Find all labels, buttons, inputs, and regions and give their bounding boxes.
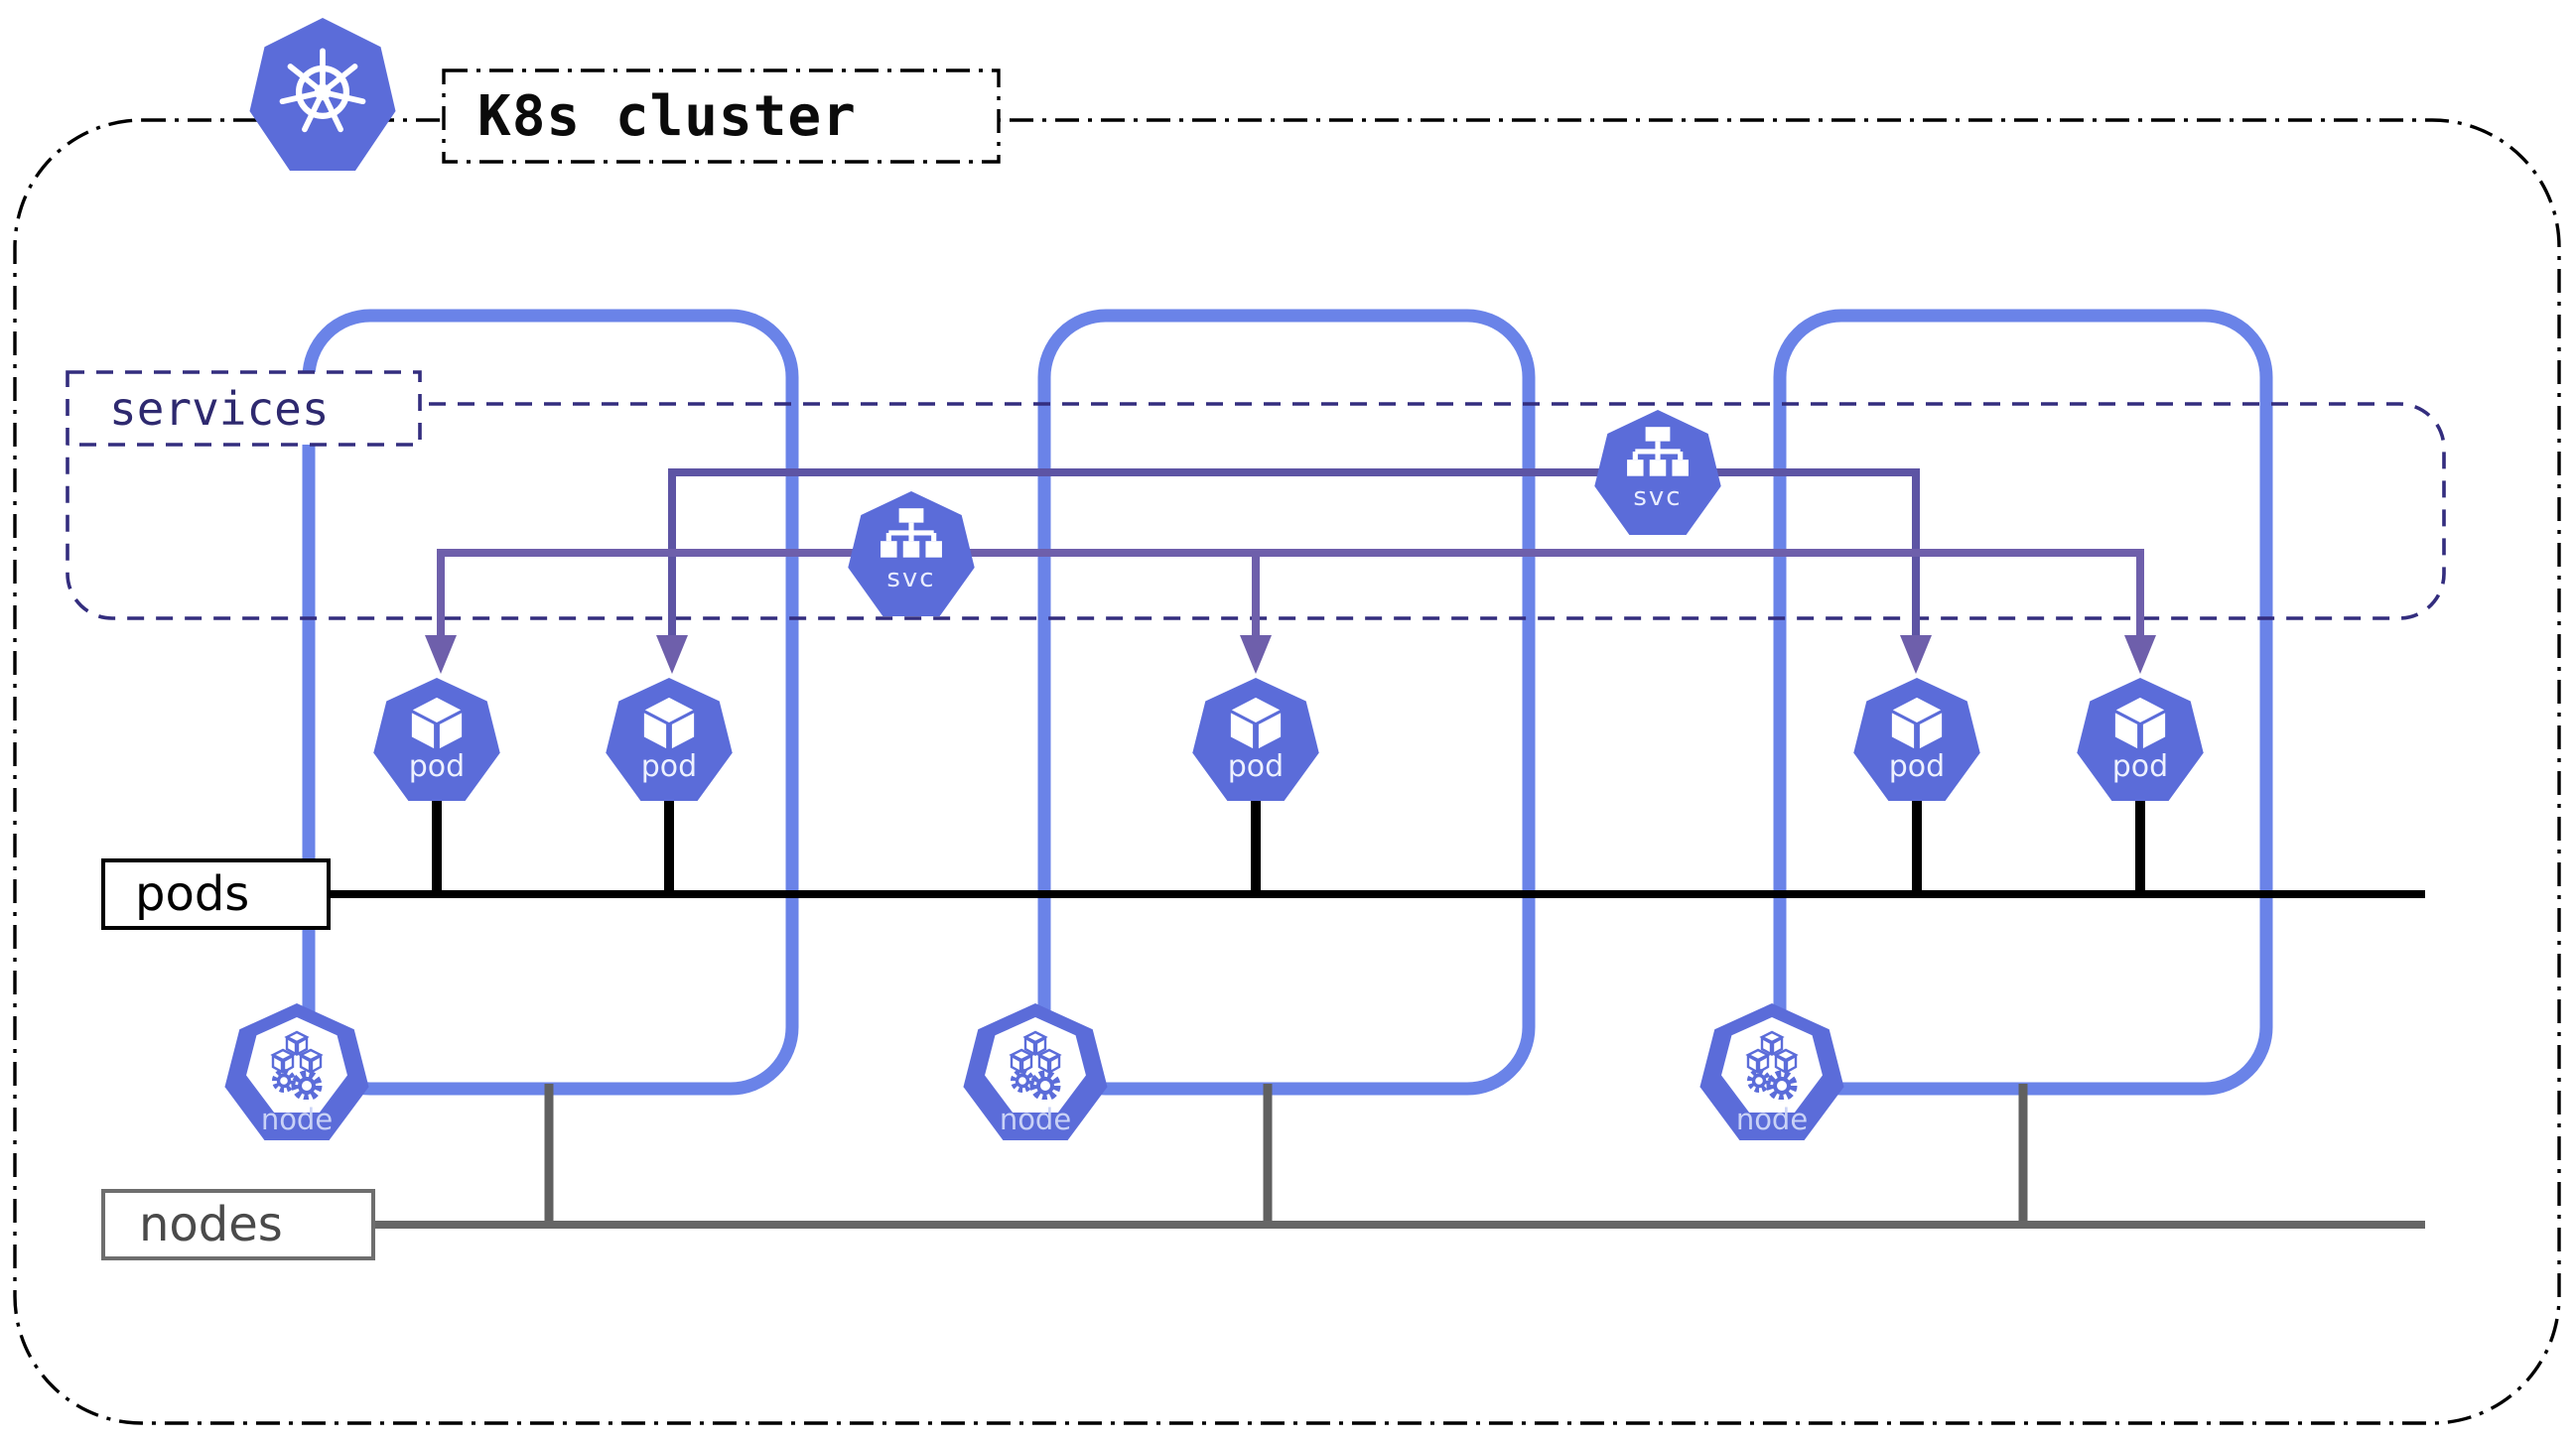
service-to-pod-arrows: [425, 468, 2156, 674]
nodes-axis-label: nodes: [139, 1197, 283, 1252]
pod-icon: pod: [606, 678, 733, 801]
cluster-label-box: [442, 68, 1001, 164]
node-inner-heptagon: [985, 1017, 1086, 1113]
service-icon-label: svc: [886, 564, 936, 593]
cubes-gears-glyph: [1745, 1030, 1799, 1100]
cluster-title: K8s cluster: [477, 83, 857, 149]
pod-icon-label: pod: [1888, 749, 1946, 784]
service-tree-glyph: [881, 508, 942, 558]
pod-icon: pod: [1192, 678, 1319, 801]
pod-icon: pod: [373, 678, 500, 801]
pod-icon-label: pod: [640, 749, 698, 784]
node-icon-label: node: [999, 1103, 1072, 1136]
node-icon: node: [224, 1003, 369, 1140]
node-icon-label: node: [1735, 1103, 1809, 1136]
node-icon: node: [1699, 1003, 1844, 1140]
node-inner-heptagon: [246, 1017, 347, 1113]
cubes-gears-glyph: [270, 1030, 324, 1100]
ship-wheel-glyph: [279, 48, 366, 133]
services-region-label: services: [109, 381, 330, 436]
service-icon: svc: [848, 491, 975, 616]
node-icon: node: [963, 1003, 1108, 1140]
cube-glyph: [2114, 697, 2166, 749]
cube-glyph: [411, 697, 463, 749]
pod-icon-label: pod: [408, 749, 466, 784]
service-icon: svc: [1594, 410, 1721, 535]
node-inner-heptagon: [1721, 1017, 1823, 1113]
nodes-axis-label-box: nodes: [101, 1189, 375, 1260]
pod-icon: pod: [2077, 678, 2204, 801]
service-tree-glyph: [1627, 427, 1689, 476]
cube-glyph: [643, 697, 695, 749]
pods-axis-label: pods: [135, 866, 250, 922]
pods-bus-line: [331, 801, 2425, 898]
cube-glyph: [1891, 697, 1943, 749]
cube-glyph: [1230, 697, 1282, 749]
pod-icon: pod: [1853, 678, 1980, 801]
pods-axis-label-box: pods: [101, 858, 331, 930]
kubernetes-logo-icon: [249, 18, 396, 171]
services-label-box: [66, 370, 422, 447]
nodes-bus-line: [375, 1084, 2425, 1229]
pod-icon-label: pod: [2111, 749, 2169, 784]
service-icon-label: svc: [1633, 482, 1683, 512]
cluster-border: [13, 118, 2561, 1425]
cubes-gears-glyph: [1009, 1030, 1062, 1100]
node-icon-label: node: [260, 1103, 334, 1136]
pod-icon-label: pod: [1227, 749, 1285, 784]
